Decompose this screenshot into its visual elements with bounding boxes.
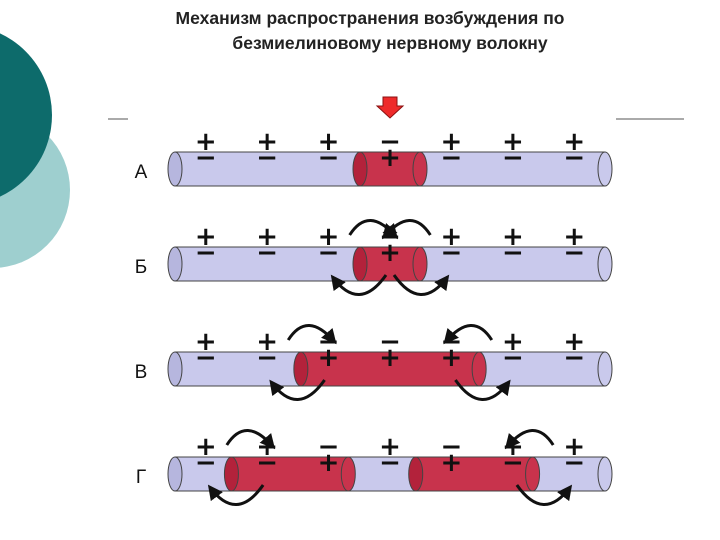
excited-zone-end-left — [293, 351, 309, 387]
row-label: В — [135, 362, 148, 383]
excited-zone — [300, 351, 480, 387]
charge-inner: − — [318, 238, 340, 268]
axon-end-right — [597, 151, 613, 187]
charge-outer: + — [502, 327, 524, 357]
axon-end-right — [597, 351, 613, 387]
charge-outer: − — [379, 127, 401, 157]
fiber-row-2: Б+++−+++−−−+−−− — [135, 219, 613, 296]
excited-zone-end-left — [408, 456, 424, 492]
row-label: А — [135, 162, 148, 183]
charge-outer: + — [195, 127, 217, 157]
slide-title-line-2: безмиелиновому нервному волокну — [232, 33, 548, 53]
deco-circle-dark — [0, 33, 52, 197]
fiber-row-4: Г++−+−++−−+−+−− — [136, 429, 613, 506]
excited-zone — [230, 456, 349, 492]
excited-zone-end-left — [352, 151, 368, 187]
charge-outer: − — [379, 327, 401, 357]
charge-inner: − — [379, 448, 401, 478]
charge-outer: + — [379, 432, 401, 462]
decorative-circles — [0, 33, 70, 268]
charge-outer: + — [563, 222, 585, 252]
charge-inner: − — [195, 343, 217, 373]
axon-end-left — [167, 456, 183, 492]
charge-outer: + — [563, 432, 585, 462]
excited-zone — [415, 456, 534, 492]
current-arrow-outer — [443, 324, 494, 345]
axon-end-left — [167, 151, 183, 187]
excited-zone-end-left — [352, 246, 368, 282]
charge-inner: − — [441, 238, 463, 268]
charge-inner: − — [256, 448, 278, 478]
charge-inner: − — [502, 343, 524, 373]
charge-inner: − — [318, 143, 340, 173]
axon-end-right — [597, 246, 613, 282]
charge-inner: − — [256, 343, 278, 373]
charge-inner: − — [563, 238, 585, 268]
charge-inner: − — [195, 238, 217, 268]
charge-inner: + — [441, 343, 463, 373]
charge-inner: − — [502, 143, 524, 173]
charge-inner: − — [563, 343, 585, 373]
charge-inner: + — [379, 238, 401, 268]
row-label: Б — [135, 257, 147, 278]
charge-inner: − — [256, 238, 278, 268]
current-arrow-inner — [330, 274, 388, 296]
charge-outer: + — [441, 127, 463, 157]
charge-inner: − — [256, 143, 278, 173]
current-arrow-inner — [392, 274, 450, 296]
charge-inner: − — [502, 448, 524, 478]
charge-inner: − — [195, 448, 217, 478]
current-arrow-inner — [454, 379, 511, 401]
charge-outer: + — [441, 222, 463, 252]
row-label: Г — [136, 467, 146, 488]
charge-outer: + — [563, 327, 585, 357]
charge-inner: − — [441, 143, 463, 173]
slide-title-line-1: Механизм распространения возбуждения по — [175, 8, 565, 28]
current-arrow-outer — [225, 429, 276, 450]
charge-outer: + — [318, 127, 340, 157]
charge-outer: + — [318, 222, 340, 252]
fiber-row-1: А+++−+++−−−+−−− — [135, 96, 613, 187]
excited-zone-end-right — [412, 246, 428, 282]
current-arrow-outer — [286, 324, 337, 345]
charge-outer: + — [256, 222, 278, 252]
excited-zone-end-left — [223, 456, 239, 492]
charge-inner: + — [318, 448, 340, 478]
excited-zone-end-right — [471, 351, 487, 387]
axon-end-right — [597, 456, 613, 492]
current-arrow-inner — [207, 484, 265, 506]
charge-inner: − — [563, 448, 585, 478]
charge-outer: + — [195, 327, 217, 357]
charge-inner: + — [441, 448, 463, 478]
charge-inner: − — [195, 143, 217, 173]
charge-outer: + — [563, 127, 585, 157]
excited-zone-end-right — [525, 456, 541, 492]
charge-inner: + — [379, 343, 401, 373]
charge-inner: − — [563, 143, 585, 173]
charge-outer: + — [195, 222, 217, 252]
charge-outer: − — [441, 432, 463, 462]
axon-end-left — [167, 351, 183, 387]
excited-zone-end-right — [412, 151, 428, 187]
charge-outer: + — [502, 127, 524, 157]
current-arrow-outer — [382, 219, 432, 240]
charge-inner: + — [318, 343, 340, 373]
axon-end-left — [167, 246, 183, 282]
stimulus-arrow-icon — [375, 96, 405, 119]
charge-outer: + — [256, 327, 278, 357]
fiber-row-3: В++−−−++−−+++−− — [135, 324, 613, 401]
current-arrow-inner — [269, 379, 326, 401]
charge-outer: + — [256, 127, 278, 157]
current-arrow-inner — [515, 484, 573, 506]
charge-inner: + — [379, 143, 401, 173]
charge-inner: − — [502, 238, 524, 268]
excited-zone-end-right — [340, 456, 356, 492]
charge-outer: − — [318, 432, 340, 462]
charge-outer: + — [195, 432, 217, 462]
current-arrow-outer — [504, 429, 555, 450]
charge-outer: + — [502, 222, 524, 252]
